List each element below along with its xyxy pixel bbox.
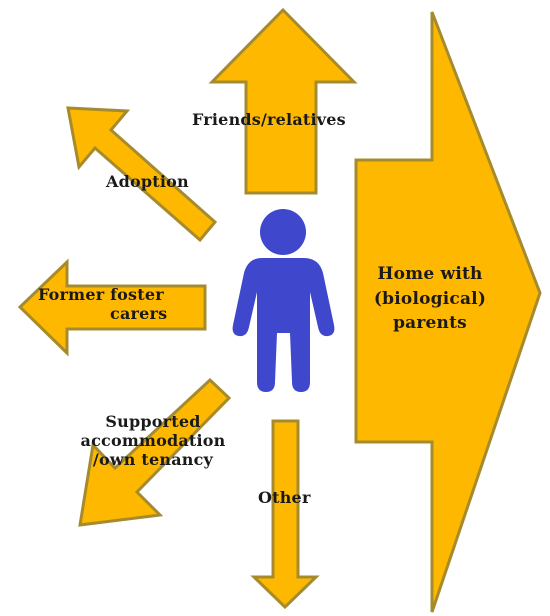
adoption-arrow — [66, 106, 218, 243]
person-body — [232, 258, 335, 392]
former-foster-carers-line-1: Former foster — [38, 285, 164, 304]
supported-accommodation-label: Supported accommodation /own tenancy — [68, 412, 238, 470]
supported-accommodation-line-3: /own tenancy — [92, 450, 214, 470]
person-head — [260, 209, 306, 255]
former-foster-carers-arrow — [17, 258, 207, 357]
supported-accommodation-line-1: Supported — [105, 412, 201, 431]
supported-accommodation-line-2: accommodation — [80, 431, 226, 451]
former-foster-carers-line-2: carers — [110, 304, 168, 324]
home-with-parents-label: Home with (biological) parents — [370, 262, 490, 336]
adoption-text: Adoption — [106, 172, 189, 191]
friends-relatives-arrow — [208, 7, 358, 195]
other-text: Other — [258, 488, 311, 507]
person-icon — [232, 209, 335, 392]
home-with-parents-line-3: parents — [393, 313, 467, 334]
friends-relatives-text: Friends/relatives — [192, 110, 346, 129]
supported-accommodation-arrow — [78, 377, 232, 527]
other-label: Other — [258, 488, 311, 507]
home-with-parents-arrow — [354, 11, 542, 613]
adoption-label: Adoption — [106, 172, 189, 191]
friends-relatives-label: Friends/relatives — [192, 110, 346, 129]
home-with-parents-line-1: Home with — [377, 264, 483, 284]
former-foster-carers-label: Former foster carers — [38, 285, 167, 323]
other-arrow — [250, 419, 320, 610]
home-with-parents-line-2: (biological) — [373, 288, 487, 309]
